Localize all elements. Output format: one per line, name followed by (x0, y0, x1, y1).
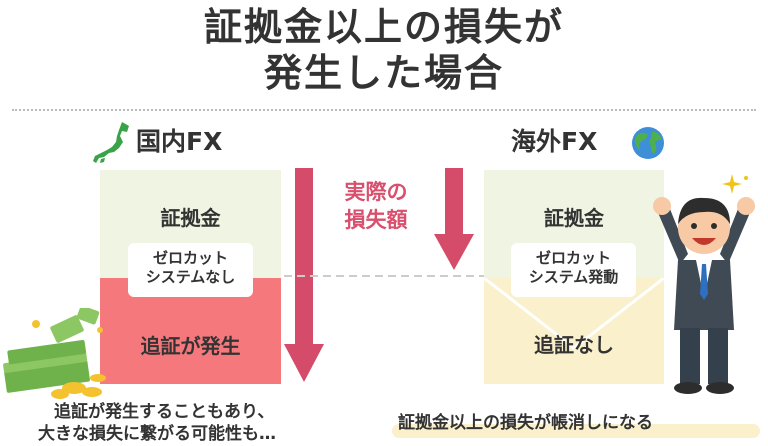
zero-cut-badge-active: ゼロカット システム発動 (511, 243, 636, 297)
margin-label-overseas: 証拠金 (544, 206, 604, 230)
overseas-caption: 証拠金以上の損失が帳消しになる (398, 413, 653, 433)
page-title: 証拠金以上の損失が 発生した場合 (0, 4, 768, 96)
title-line-1: 証拠金以上の損失が (203, 5, 564, 49)
margin-label-domestic: 証拠金 (160, 206, 221, 230)
no-margin-call-label: 追証なし (534, 333, 614, 357)
loss-arrow-short (434, 168, 474, 270)
japan-map-icon (93, 122, 129, 163)
loss-arrow-long (284, 168, 324, 382)
money-pile-icon (3, 308, 106, 399)
caption-highlight (392, 424, 760, 438)
overseas-fx-label: 海外FX (511, 127, 598, 156)
title-line-2: 発生した場合 (263, 51, 504, 95)
badge-line-1: ゼロカット (535, 249, 611, 267)
divider (12, 109, 756, 111)
loss-threshold-line (284, 275, 484, 277)
globe-icon (632, 127, 664, 159)
domestic-fx-label: 国内FX (136, 127, 223, 156)
loss-label-line-1: 実際の (344, 180, 408, 204)
loss-label-line-2: 損失額 (344, 208, 408, 232)
badge-line-2: システムなし (145, 268, 236, 286)
domestic-caption-line-2: 大きな損失に繋がる可能性も… (38, 424, 276, 444)
domestic-caption-line-1: 追証が発生することもあり、 (54, 402, 275, 422)
zero-cut-badge-none: ゼロカット システムなし (128, 243, 253, 297)
actual-loss-label: 実際の 損失額 (324, 178, 428, 234)
margin-call-label: 追証が発生 (140, 334, 241, 358)
badge-line-2: システム発動 (528, 268, 619, 286)
badge-line-1: ゼロカット (152, 249, 228, 267)
celebrating-businessman-icon (653, 174, 755, 394)
